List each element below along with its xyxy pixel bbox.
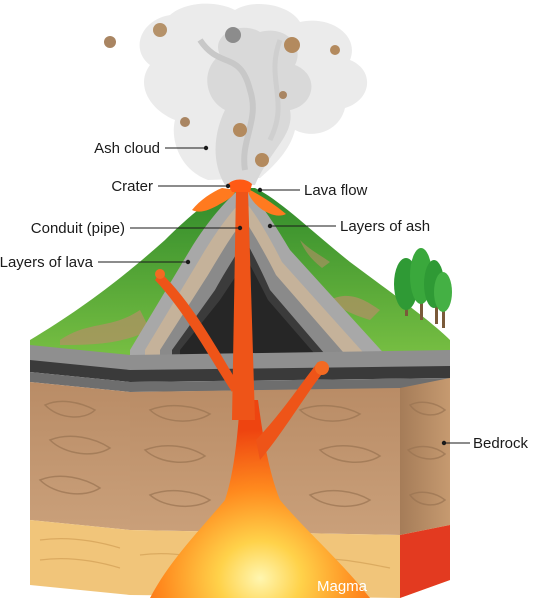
magma-chamber bbox=[150, 400, 370, 598]
label-crater: Crater bbox=[111, 178, 153, 195]
trees bbox=[394, 248, 452, 328]
bedrock-block bbox=[30, 378, 450, 535]
label-ash-cloud: Ash cloud bbox=[94, 140, 160, 157]
label-lava-flow: Lava flow bbox=[304, 182, 368, 199]
conduit bbox=[155, 190, 329, 460]
label-layers-of-lava: Layers of lava bbox=[0, 254, 94, 271]
ash-cloud bbox=[104, 3, 368, 186]
label-magma: Magma bbox=[317, 578, 368, 595]
leaders bbox=[98, 145, 470, 446]
label-conduit: Conduit (pipe) bbox=[31, 220, 125, 237]
label-layers-of-ash: Layers of ash bbox=[340, 218, 430, 235]
lava-flow bbox=[192, 179, 286, 216]
label-bedrock: Bedrock bbox=[473, 435, 529, 452]
